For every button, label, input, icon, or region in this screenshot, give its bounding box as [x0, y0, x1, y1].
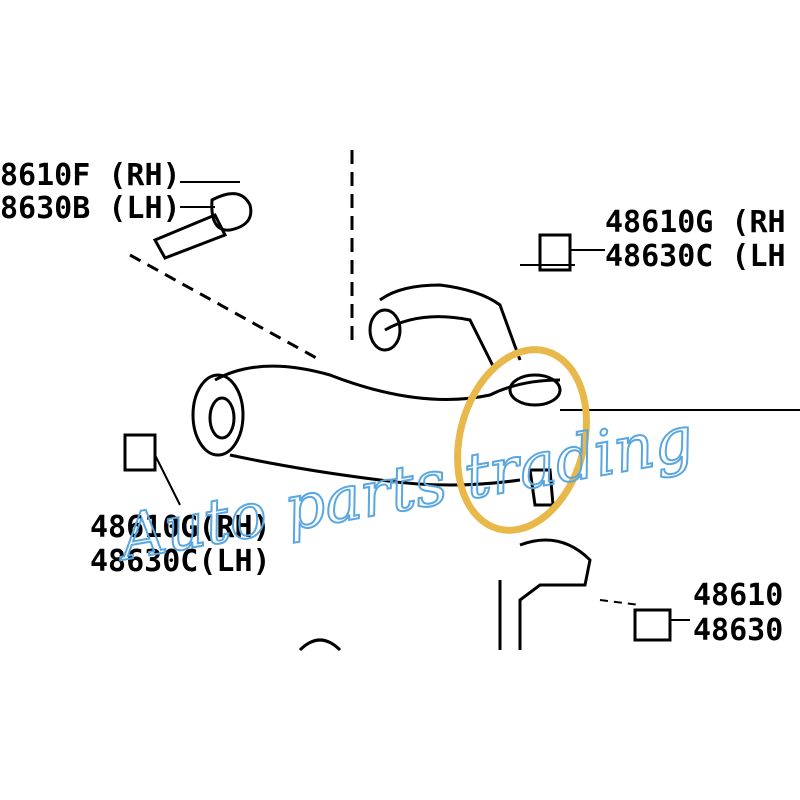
label-bolt-lh: 8630B (LH): [0, 191, 181, 226]
label-nut-top-rh: 48610G (RH: [605, 205, 786, 240]
label-nut-bottom-lh: 48630: [693, 613, 783, 648]
label-nut-top-lh: 48630C (LH: [605, 239, 786, 274]
watermark: Auto parts trading: [110, 402, 699, 575]
label-nut-left-rh: 48610G(RH): [90, 510, 271, 545]
bolt-icon: [152, 213, 228, 260]
nut-icon: [538, 233, 572, 272]
label-nut-left-lh: 48630C(LH): [90, 544, 271, 579]
label-nut-bottom-rh: 48610: [693, 578, 783, 613]
nut-icon: [633, 608, 672, 642]
highlight-circle: [454, 346, 590, 534]
nut-icon: [123, 433, 157, 472]
label-bolt-rh: 8610F (RH): [0, 158, 181, 193]
control-arm-drawing: [123, 150, 800, 652]
